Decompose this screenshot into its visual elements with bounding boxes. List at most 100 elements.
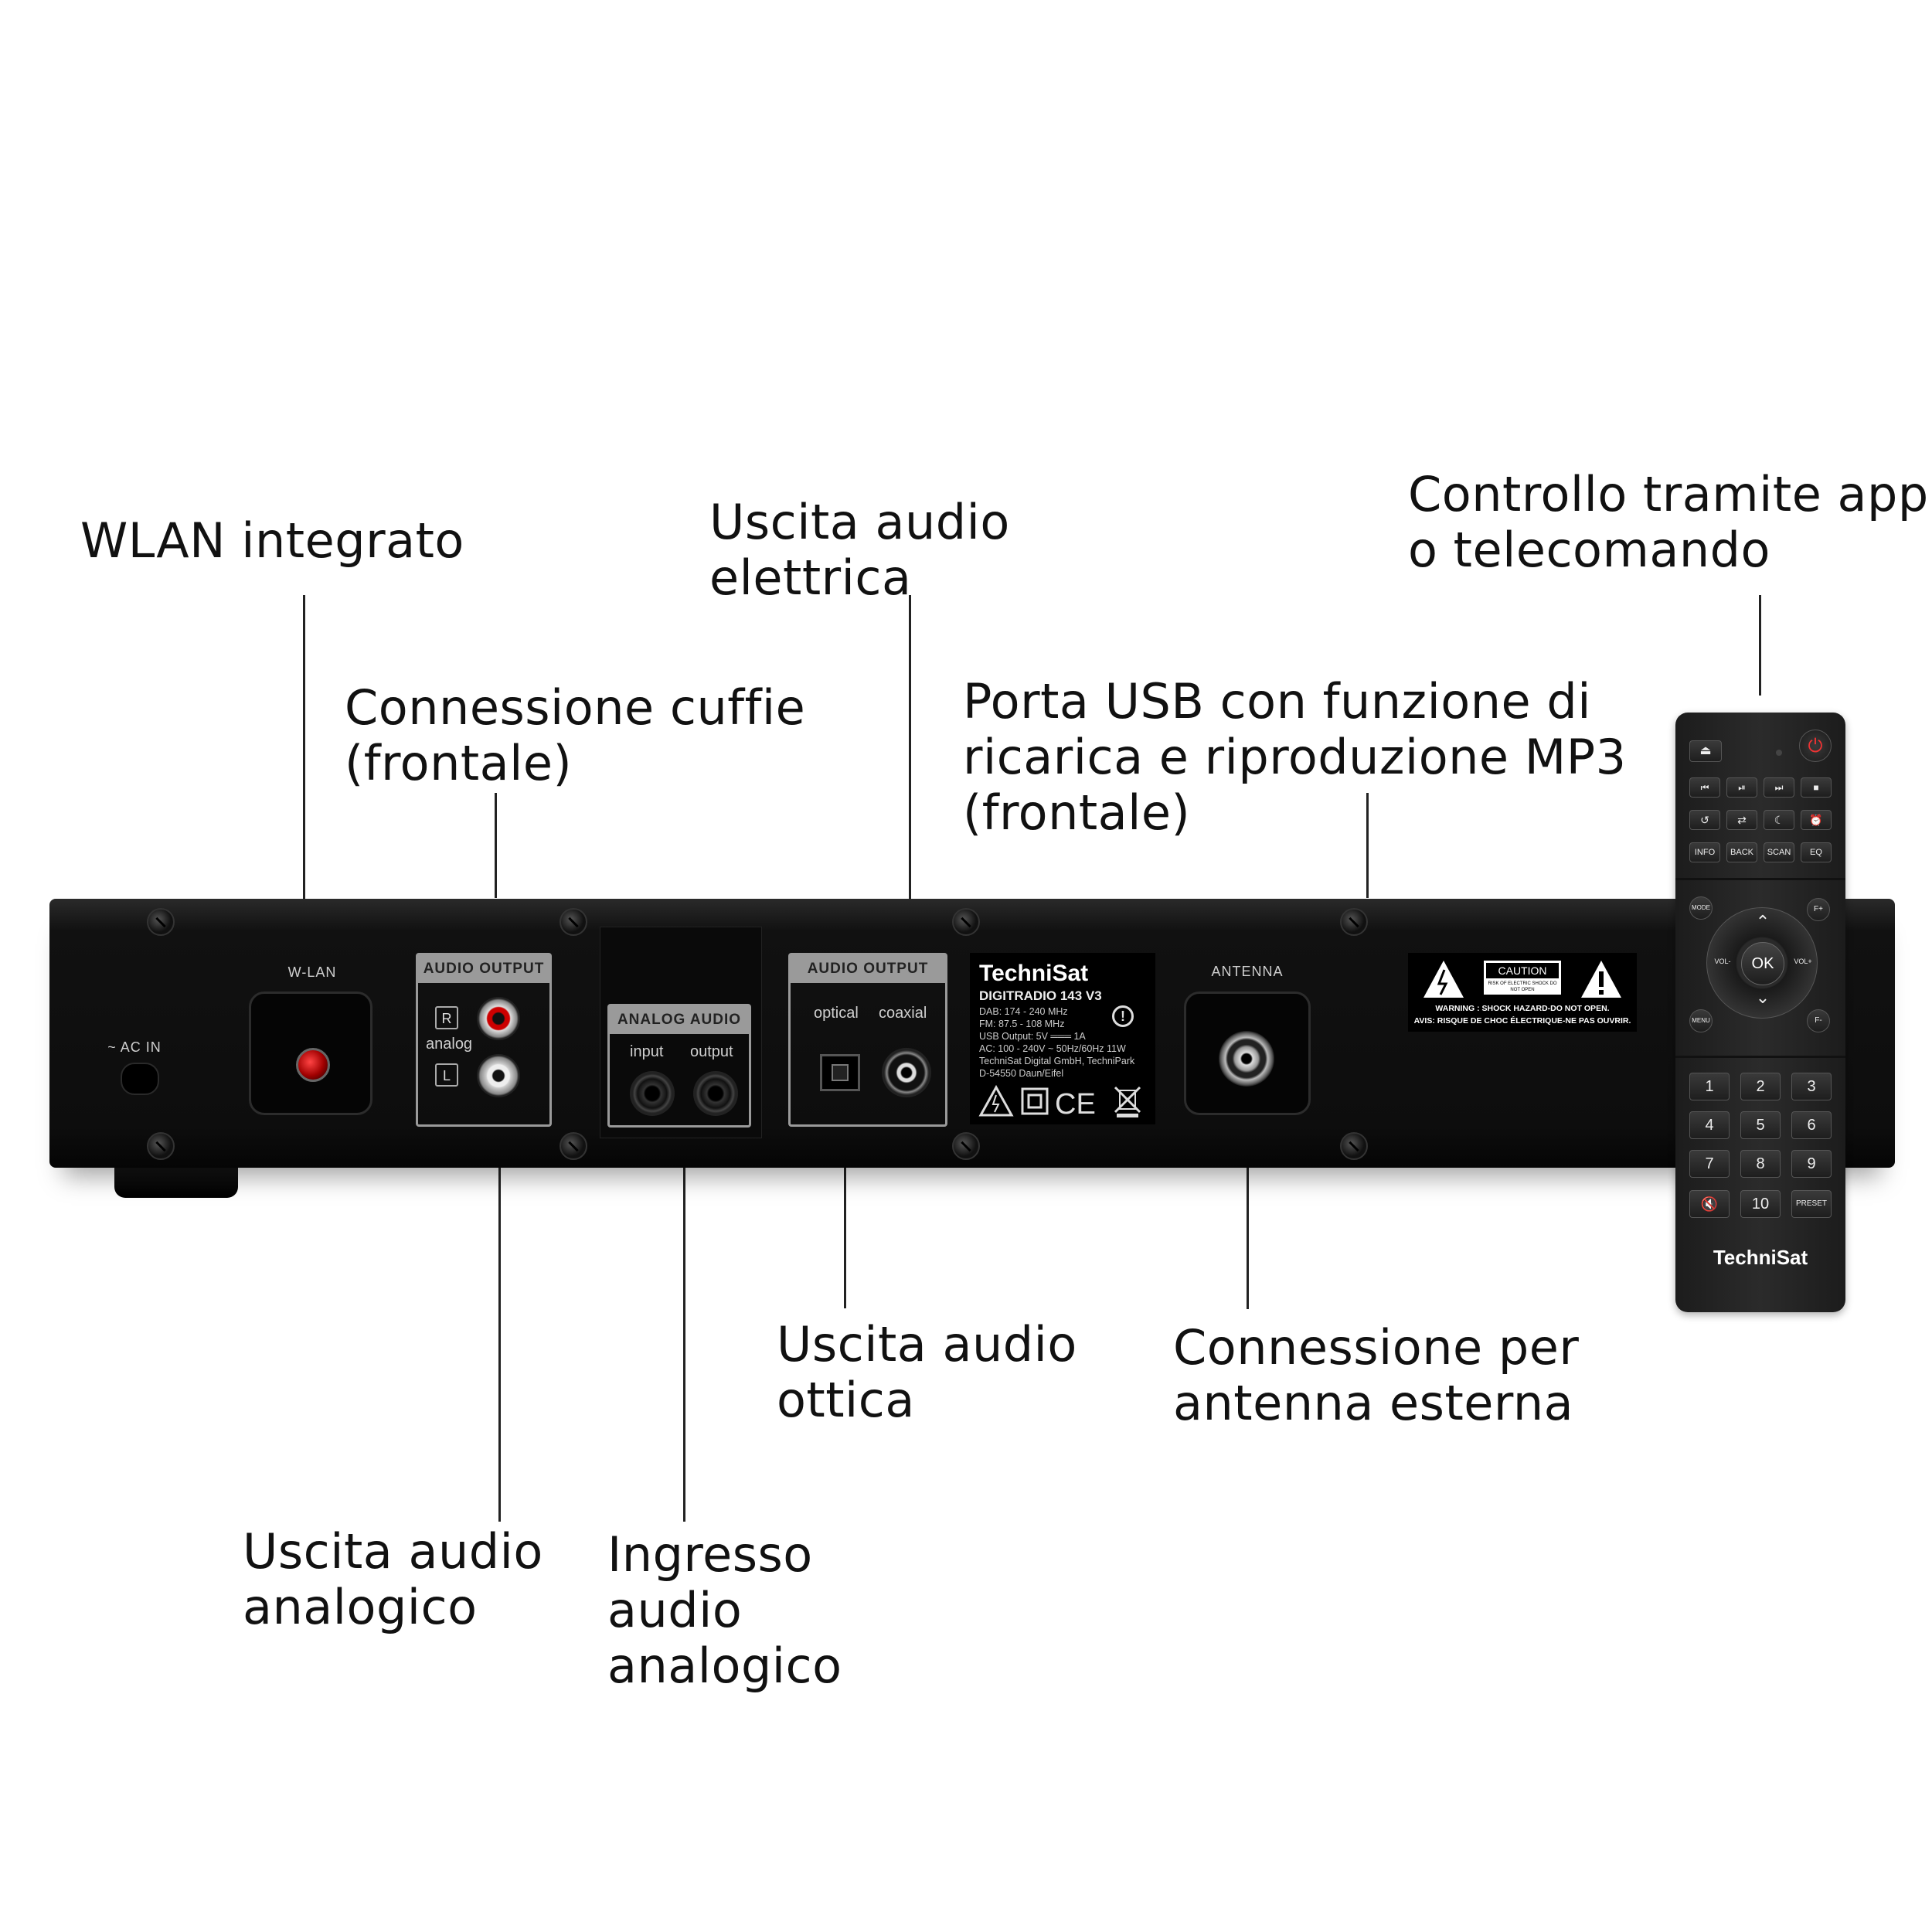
info-circle-icon: !: [1112, 1005, 1134, 1027]
leader-ingresso-analogico: [683, 1109, 685, 1522]
play-pause-button[interactable]: ⏯: [1726, 777, 1757, 798]
info-button[interactable]: INFO: [1689, 842, 1720, 862]
eq-button[interactable]: EQ: [1801, 842, 1832, 862]
warning-triangle-icon: [1423, 961, 1464, 998]
f-plus-button[interactable]: F+: [1807, 898, 1830, 921]
input-label: input: [630, 1043, 664, 1060]
leader-cuffie: [495, 793, 497, 898]
remote-control: ⏏ ⏻ ⏮ ⏯ ⏭ ■ ↺ ⇄ ☾ ⏰ INFO BACK SCAN EQ MO…: [1675, 713, 1845, 1312]
num-7-button[interactable]: 7: [1689, 1150, 1730, 1178]
sleep-icon: ☾: [1774, 814, 1784, 826]
antenna-label: ANTENNA: [1211, 964, 1284, 979]
ac-in-label: ~ AC IN: [107, 1039, 162, 1055]
leader-app: [1759, 595, 1761, 696]
num-9-button[interactable]: 9: [1791, 1150, 1832, 1178]
num-4-button[interactable]: 4: [1689, 1111, 1730, 1139]
warning-triangle-icon: [1581, 961, 1621, 998]
alarm-button[interactable]: ⏰: [1801, 810, 1832, 830]
caution-label: CAUTION RISK OF ELECTRIC SHOCK DO NOT OP…: [1408, 953, 1637, 1032]
up-arrow-icon[interactable]: ⌃: [1755, 913, 1770, 932]
tag-l: L: [435, 1063, 458, 1087]
screw-icon: [1340, 1132, 1368, 1160]
caution-box: CAUTION RISK OF ELECTRIC SHOCK DO NOT OP…: [1482, 959, 1563, 996]
repeat-icon: ↺: [1700, 814, 1709, 826]
screw-icon: [1340, 908, 1368, 936]
device-rear-panel: ~ AC IN W-LAN AUDIO OUTPUT R analog L AN…: [49, 899, 1895, 1168]
mode-button[interactable]: MODE: [1689, 896, 1713, 920]
weee-bin-icon: [1114, 1086, 1141, 1117]
repeat-button[interactable]: ↺: [1689, 810, 1720, 830]
indicator-led: [1776, 750, 1782, 756]
audio-output-analog-box: AUDIO OUTPUT R analog L: [416, 953, 552, 1127]
down-arrow-icon[interactable]: ⌄: [1755, 988, 1770, 1008]
shuffle-icon: ⇄: [1737, 814, 1747, 826]
coaxial-jack[interactable]: [882, 1048, 931, 1097]
leader-wlan: [303, 595, 305, 910]
power-button[interactable]: ⏻: [1799, 730, 1832, 762]
back-button[interactable]: BACK: [1726, 842, 1757, 862]
label-symbols: CE: [978, 1084, 1141, 1120]
warning-triangle-icon: [978, 1084, 1014, 1117]
num-6-button[interactable]: 6: [1791, 1111, 1832, 1139]
tag-r: R: [435, 1006, 458, 1029]
ok-button[interactable]: OK: [1741, 942, 1784, 985]
line-in-jack[interactable]: [630, 1071, 675, 1116]
menu-button[interactable]: MENU: [1689, 1009, 1713, 1032]
screw-icon: [560, 1132, 587, 1160]
prev-button[interactable]: ⏮: [1689, 777, 1720, 798]
wlan-label: W-LAN: [287, 964, 337, 980]
wlan-antenna-port: [249, 992, 372, 1115]
num-10-button[interactable]: 10: [1740, 1190, 1781, 1218]
rca-right-jack[interactable]: [477, 997, 520, 1040]
ac-in-socket: [121, 1063, 159, 1095]
leader-elettrica: [909, 595, 911, 1028]
vol-plus-button[interactable]: VOL+: [1794, 957, 1812, 965]
optical-label: optical: [814, 1005, 859, 1022]
vol-minus-button[interactable]: VOL-: [1714, 957, 1731, 965]
antenna-connector-icon[interactable]: [1219, 1031, 1274, 1087]
leader-uscita-analogico: [498, 1109, 501, 1522]
shuffle-button[interactable]: ⇄: [1726, 810, 1757, 830]
stop-button[interactable]: ■: [1801, 777, 1832, 798]
rca-left-jack[interactable]: [477, 1054, 520, 1097]
num-5-button[interactable]: 5: [1740, 1111, 1781, 1139]
f-minus-button[interactable]: F-: [1807, 1009, 1830, 1032]
play-pause-icon: ⏯: [1738, 782, 1746, 793]
next-button[interactable]: ⏭: [1764, 777, 1794, 798]
warning-line-1: WARNING : SHOCK HAZARD-DO NOT OPEN.: [1435, 1004, 1610, 1013]
scan-button[interactable]: SCAN: [1764, 842, 1794, 862]
leader-ottica: [844, 1101, 846, 1308]
analog-label: analog: [426, 1036, 473, 1053]
num-1-button[interactable]: 1: [1689, 1073, 1730, 1100]
preset-button[interactable]: PRESET: [1791, 1190, 1832, 1218]
power-icon: ⏻: [1808, 735, 1823, 757]
analog-audio-box: ANALOG AUDIO input output: [607, 1004, 751, 1128]
mute-icon: 🔇: [1700, 1196, 1719, 1212]
leader-antenna: [1247, 1113, 1249, 1309]
num-8-button[interactable]: 8: [1740, 1150, 1781, 1178]
line-out-jack[interactable]: [693, 1071, 738, 1116]
caution-sub: RISK OF ELECTRIC SHOCK DO NOT OPEN: [1488, 981, 1557, 992]
remote-separator: [1675, 1056, 1845, 1058]
prev-icon: ⏮: [1700, 782, 1709, 793]
screw-icon: [147, 1132, 175, 1160]
screw-icon: [147, 908, 175, 936]
next-icon: ⏭: [1774, 782, 1784, 793]
label-specs: DAB: 174 - 240 MHz FM: 87.5 - 108 MHz US…: [979, 1006, 1135, 1079]
screw-icon: [952, 1132, 980, 1160]
label-model: DIGITRADIO 143 V3: [979, 988, 1102, 1003]
svg-text:CE: CE: [1055, 1088, 1096, 1120]
optical-port[interactable]: [820, 1054, 860, 1091]
num-2-button[interactable]: 2: [1740, 1073, 1781, 1100]
sleep-button[interactable]: ☾: [1764, 810, 1794, 830]
mute-button[interactable]: 🔇: [1689, 1190, 1730, 1218]
eject-button[interactable]: ⏏: [1689, 740, 1722, 762]
audio-output-analog-title: AUDIO OUTPUT: [418, 955, 549, 983]
coaxial-label: coaxial: [879, 1005, 927, 1022]
num-3-button[interactable]: 3: [1791, 1073, 1832, 1100]
